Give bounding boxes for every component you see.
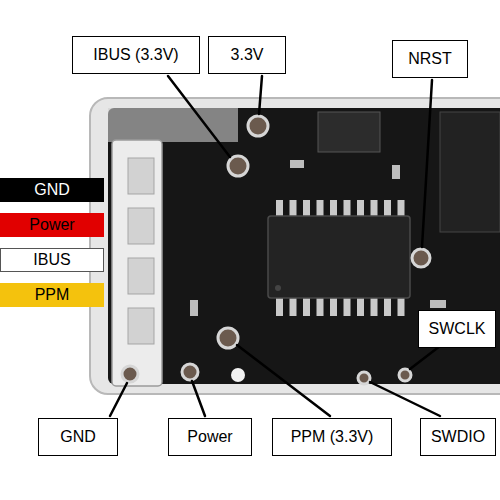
white-dot xyxy=(231,368,245,382)
callout-box: 3.3V xyxy=(208,36,286,74)
solder-pad xyxy=(248,116,268,136)
pin-label: PPM (3.3V) xyxy=(291,428,374,446)
chip-pin xyxy=(276,296,283,316)
pin-label: IBUS (3.3V) xyxy=(93,46,178,64)
connector-slot xyxy=(128,308,154,344)
pin-label: Power xyxy=(29,216,74,234)
leader-line xyxy=(370,382,440,416)
smd-part xyxy=(430,300,446,308)
smd-part xyxy=(392,165,400,179)
wire-color-bar: IBUS xyxy=(0,248,104,272)
callout-box: IBUS (3.3V) xyxy=(72,36,200,74)
solder-pad xyxy=(182,364,198,380)
callout-box: SWCLK xyxy=(418,310,496,348)
solder-pad xyxy=(412,249,430,267)
smd-part xyxy=(190,300,198,316)
callout-box: GND xyxy=(38,418,118,456)
pin1-dot xyxy=(275,285,281,291)
chip-pin xyxy=(290,296,297,316)
chip-pin xyxy=(303,296,310,316)
chip-pin xyxy=(371,296,378,316)
pin-label: 3.3V xyxy=(231,46,264,64)
chip-pin xyxy=(344,296,351,316)
leader-lines xyxy=(110,76,440,416)
chip-pin xyxy=(384,296,391,316)
connector-slot xyxy=(128,258,154,294)
leader-line xyxy=(110,383,127,416)
solder-pad xyxy=(358,372,370,384)
pin-label: Power xyxy=(187,428,232,446)
solder-pad xyxy=(228,156,248,176)
wire-color-bar: GND xyxy=(0,178,104,202)
pin-label: NRST xyxy=(408,50,452,68)
pin-label: PPM xyxy=(35,286,70,304)
connector-slot xyxy=(128,208,154,244)
pads xyxy=(122,116,430,384)
pin-label: IBUS xyxy=(33,251,70,269)
chip-pin xyxy=(398,296,405,316)
solder-pad xyxy=(122,366,138,382)
chip-pin xyxy=(317,296,324,316)
pin-label: SWCLK xyxy=(429,320,486,338)
solder-pad xyxy=(399,369,411,381)
chip-pin xyxy=(357,296,364,316)
pin-label: GND xyxy=(60,428,96,446)
callout-box: Power xyxy=(168,418,252,456)
pcb xyxy=(108,108,500,384)
smd-part xyxy=(290,160,304,168)
wire-color-bar: Power xyxy=(0,213,104,237)
mcu-chip xyxy=(268,216,410,298)
leader-line xyxy=(237,345,330,416)
wire-color-bar: PPM xyxy=(0,283,104,307)
callout-box: SWDIO xyxy=(420,418,496,456)
leader-line xyxy=(410,346,440,369)
chip-pin xyxy=(330,296,337,316)
pin-label: GND xyxy=(34,181,70,199)
callout-box: NRST xyxy=(392,40,468,78)
leader-line xyxy=(422,80,432,247)
solder-pad xyxy=(218,328,238,348)
smd-component xyxy=(318,112,380,152)
housing-corner xyxy=(108,108,238,142)
leader-line xyxy=(259,76,262,114)
smd-component xyxy=(440,112,500,232)
leader-line xyxy=(168,76,230,157)
jst-connector xyxy=(112,140,162,386)
housing xyxy=(90,98,500,394)
leader-line xyxy=(192,381,205,416)
callout-box: PPM (3.3V) xyxy=(272,418,392,456)
pin-label: SWDIO xyxy=(431,428,485,446)
connector-slot xyxy=(128,158,154,194)
